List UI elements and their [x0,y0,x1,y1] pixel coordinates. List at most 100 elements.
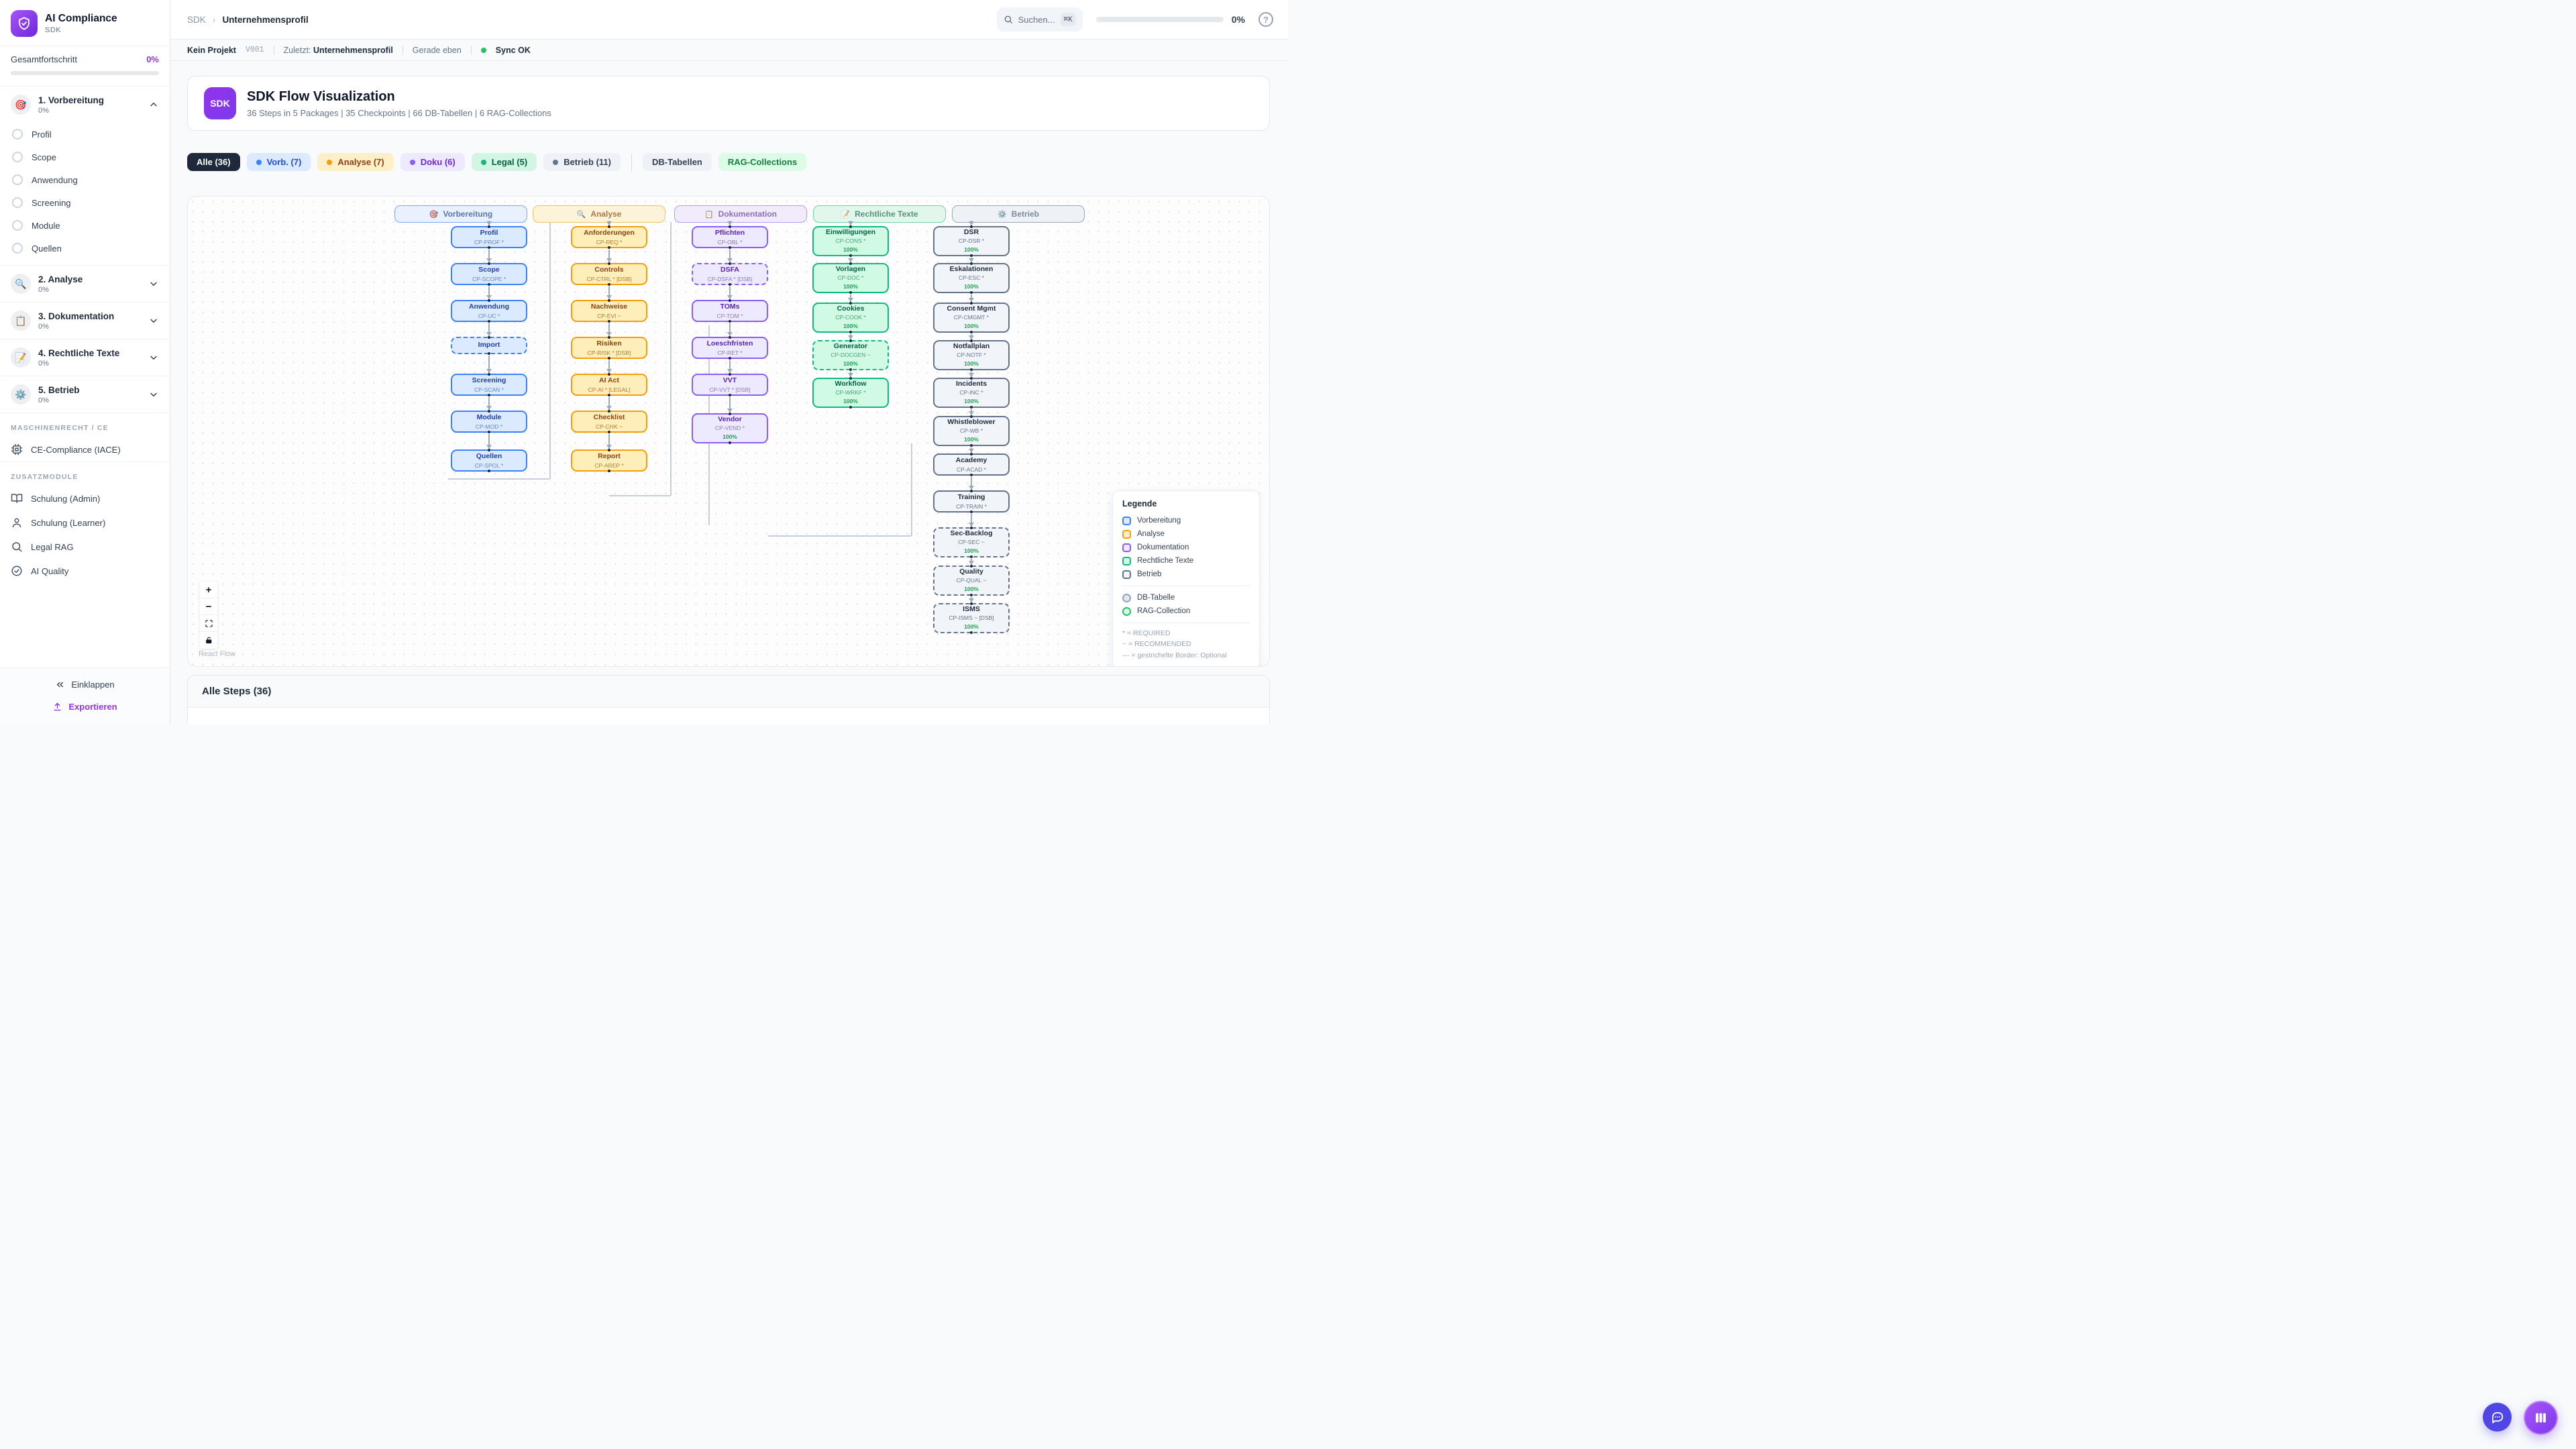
phase-percent: 0% [38,359,49,368]
flow-canvas[interactable]: +− React Flow Legende Vorbereitung Analy… [187,196,1270,667]
sidebar-item-ai-quality[interactable]: AI Quality [0,559,170,583]
filter-chip-rag-collections[interactable]: RAG-Collections [718,153,807,171]
sidebar-item-module[interactable]: Module [0,214,170,237]
collapse-sidebar-button[interactable]: Einklappen [0,674,170,696]
columns-fab-button[interactable] [2524,1401,2558,1435]
phase-icon: 🔍 [11,274,31,294]
flow-group-header-rechtliche-texte[interactable]: 📝 Rechtliche Texte [813,205,946,223]
flow-edge-arrow [968,258,974,262]
flow-group-header-vorbereitung[interactable]: 🎯 Vorbereitung [394,205,527,223]
sidebar-item-schulung-learner-[interactable]: Schulung (Learner) [0,511,170,535]
sidebar-item-screening[interactable]: Screening [0,191,170,214]
node-title: Quality [959,567,983,576]
export-button[interactable]: Exportieren [0,696,170,718]
node-progress-value: 100% [964,623,979,631]
flow-group-header-analyse[interactable]: 🔍 Analyse [533,205,665,223]
fit-view-button[interactable] [200,615,217,632]
legend-swatch-icon [1122,556,1131,566]
flow-edge [911,443,912,536]
legend-label: Dokumentation [1137,543,1189,551]
filter-chip-legal-5-[interactable]: Legal (5) [471,153,537,171]
zoom-out-button[interactable]: − [200,598,217,615]
breadcrumb-root[interactable]: SDK [187,14,206,25]
search-icon [12,542,22,552]
phase-toggle[interactable]: 📋 3. Dokumentation 0% [0,303,170,339]
lock-button[interactable] [200,632,217,649]
node-code: CP-WB * [960,427,983,435]
filter-chip-alle-36-[interactable]: Alle (36) [187,153,240,171]
chevron-down-icon [150,392,157,396]
filter-chip-betrieb-11-[interactable]: Betrieb (11) [543,153,621,171]
sidebar-item-profil[interactable]: Profil [0,123,170,146]
sidebar-item-scope[interactable]: Scope [0,146,170,168]
zoom-in-button[interactable]: + [200,582,217,598]
sidebar-item-schulung-admin-[interactable]: Schulung (Admin) [0,486,170,511]
help-button[interactable]: ? [1258,12,1273,27]
overall-progress-label: Gesamtfortschritt [11,54,77,64]
search-input[interactable]: Suchen... ⌘K [996,7,1083,32]
phase-toggle[interactable]: 🎯 1. Vorbereitung 0% [0,87,170,123]
sidebar-item-legal-rag[interactable]: Legal RAG [0,535,170,559]
filter-chip-vorb-7-[interactable]: Vorb. (7) [246,153,311,171]
node-title: Module [476,413,502,422]
node-code: CP-DOCGEN ~ [830,352,871,359]
chip-dot-icon [409,159,415,165]
sidebar-item-anwendung[interactable]: Anwendung [0,168,170,191]
flow-group-header-betrieb[interactable]: ⚙️ Betrieb [952,205,1085,223]
filter-chip-analyse-7-[interactable]: Analyse (7) [317,153,394,171]
filter-chip-doku-6-[interactable]: Doku (6) [400,153,465,171]
filter-chip-db-tabellen[interactable]: DB-Tabellen [643,153,712,171]
flow-edge-arrow [968,447,974,453]
node-title: Vorlagen [835,264,866,273]
phase-toggle[interactable]: ⚙️ 5. Betrieb 0% [0,376,170,413]
phase-toggle[interactable]: 📝 4. Rechtliche Texte 0% [0,339,170,376]
phase-toggle[interactable]: 🔍 2. Analyse 0% [0,266,170,302]
chat-fab-button[interactable] [2483,1403,2512,1432]
flow-edge-arrow [847,221,853,225]
sidebar-item-ce-compliance[interactable]: CE-Compliance (IACE) [0,437,170,462]
flow-edge-arrow [727,286,733,299]
columns-icon [2536,1413,2546,1423]
flow-node-import[interactable]: Import [451,337,527,354]
flow-group-header-dokumentation[interactable]: 📋 Dokumentation [674,205,807,223]
sidebar-item-quellen[interactable]: Quellen [0,237,170,260]
flow-edge-arrow [847,372,853,377]
flow-edge-arrow [606,434,612,449]
node-code: CP-CTRL * [DSB] [586,275,632,282]
